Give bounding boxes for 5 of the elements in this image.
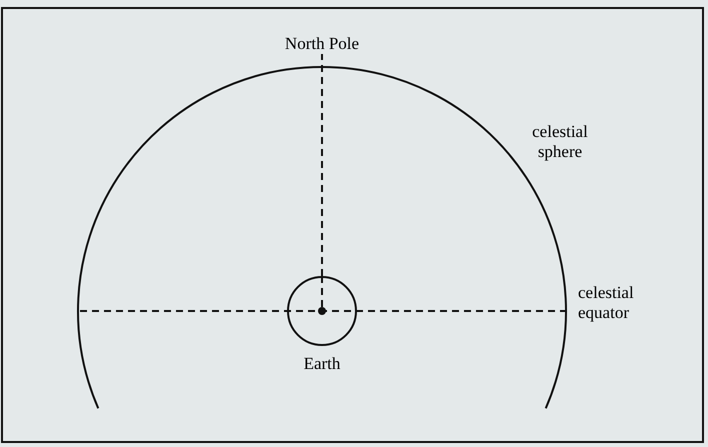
pole-label: North Pole bbox=[272, 34, 372, 54]
sphere-label: celestial equator bbox=[578, 283, 635, 322]
dashed-line bbox=[321, 54, 323, 276]
earth-label: Earth bbox=[302, 354, 342, 374]
sphere-label: celestial sphere bbox=[531, 122, 589, 162]
